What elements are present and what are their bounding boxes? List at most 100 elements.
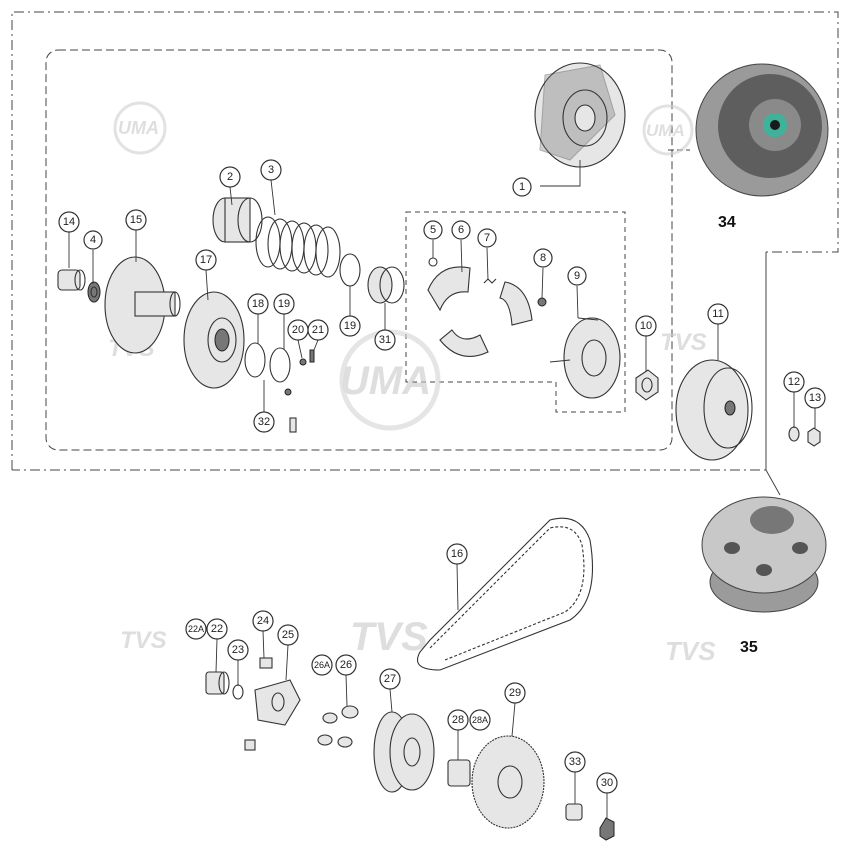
ramp-plate-part-25 [254, 679, 301, 726]
callout-12: 12 [783, 371, 805, 393]
seal-inner [90, 286, 98, 298]
collar-part-31 [367, 266, 405, 304]
drive-belt-part-16 [416, 517, 593, 671]
ring-part-18 [244, 342, 266, 378]
callout-15: 15 [125, 209, 147, 231]
callout-18: 18 [247, 293, 269, 315]
svg-text:24: 24 [257, 615, 269, 627]
svg-text:28A: 28A [472, 715, 488, 725]
callout-4: 4 [83, 230, 103, 250]
callout-28a: 28A [469, 709, 491, 731]
svg-text:12: 12 [788, 376, 800, 388]
callout-24: 24 [252, 610, 274, 632]
svg-text:31: 31 [379, 334, 391, 346]
callout-10: 10 [635, 315, 657, 337]
callout-6: 6 [451, 220, 471, 240]
nut-part-13 [807, 427, 821, 447]
svg-text:33: 33 [569, 756, 581, 768]
svg-text:18: 18 [252, 298, 264, 310]
svg-text:19: 19 [278, 298, 290, 310]
svg-text:32: 32 [258, 416, 270, 428]
clutch-bell-part [534, 62, 626, 187]
callout-7: 7 [477, 228, 497, 248]
svg-text:30: 30 [601, 777, 613, 789]
callout-2: 2 [219, 166, 241, 188]
subassembly-dashed-box [405, 211, 626, 413]
callout-9: 9 [567, 266, 587, 286]
slider-piece [244, 739, 256, 751]
svg-text:13: 13 [809, 392, 821, 404]
watermark-circle [642, 104, 694, 156]
svg-text:20: 20 [292, 324, 304, 336]
callout-21: 21 [307, 319, 329, 341]
clutch-assembly-dashed-box [45, 49, 673, 451]
collar-part-28 [447, 759, 471, 787]
svg-text:28: 28 [452, 714, 464, 726]
ring-part-19-lower [269, 347, 291, 383]
watermark-tvs: TVS [660, 329, 707, 356]
spring-part-3 [255, 216, 341, 278]
watermark-tvs: TVS [665, 636, 716, 666]
clutch-housing-part-11 [675, 359, 753, 461]
svg-text:10: 10 [640, 320, 652, 332]
callout-33: 33 [564, 751, 586, 773]
seal-part-23 [232, 684, 244, 700]
callout-22: 22 [206, 618, 228, 640]
sleeve-part-2 [212, 197, 263, 243]
callout-26a: 26A [311, 654, 333, 676]
svg-text:14: 14 [63, 216, 75, 228]
washer-part-32a [284, 388, 292, 396]
callout-19: 19 [273, 293, 295, 315]
svg-text:29: 29 [509, 687, 521, 699]
svg-text:22: 22 [211, 623, 223, 635]
pin-part-20 [299, 358, 307, 366]
svg-text:19: 19 [344, 320, 356, 332]
callout-1: 1 [512, 177, 532, 197]
callout-26: 26 [335, 654, 357, 676]
callout-27: 27 [379, 668, 401, 690]
photo-label-35: 35 [740, 639, 758, 656]
svg-text:21: 21 [312, 324, 324, 336]
svg-text:8: 8 [540, 252, 546, 264]
watermark-uma: UMA [340, 359, 431, 403]
slider-part-24 [259, 657, 273, 669]
nut-part-30 [599, 817, 615, 841]
bearing-part-14 [57, 269, 86, 291]
fixed-face-part-29 [471, 735, 545, 829]
leader-lines [68, 179, 816, 818]
callout-25: 25 [277, 624, 299, 646]
damper-part-8 [537, 297, 547, 307]
svg-text:27: 27 [384, 673, 396, 685]
bush-part-33 [565, 803, 583, 821]
callout-16: 16 [446, 543, 468, 565]
watermark-uma: UMA [118, 118, 159, 138]
watermark-uma: UMA [646, 121, 685, 140]
svg-text:4: 4 [90, 234, 96, 246]
ring-part-19 [339, 253, 361, 287]
callout-13: 13 [804, 387, 826, 409]
fixed-sheave-part-15 [104, 256, 181, 354]
drive-plate-part-9 [549, 317, 621, 399]
watermark-tvs: TVS [350, 615, 428, 659]
callout-28: 28 [447, 709, 469, 731]
svg-text:22A: 22A [188, 624, 204, 634]
callout-30: 30 [596, 772, 618, 794]
photo-part-35 [701, 496, 827, 613]
bearing-part-22 [205, 671, 230, 695]
svg-text:23: 23 [232, 644, 244, 656]
svg-text:1: 1 [519, 181, 525, 193]
callout-32: 32 [253, 411, 275, 433]
callout-19-ring: 19 [339, 315, 361, 337]
svg-text:2: 2 [227, 171, 233, 183]
watermark-tvs: TVS [120, 627, 167, 654]
callout-8: 8 [533, 248, 553, 268]
callout-14: 14 [58, 211, 80, 233]
circlip-part-5 [428, 257, 438, 267]
svg-text:25: 25 [282, 629, 294, 641]
svg-text:9: 9 [574, 270, 580, 282]
svg-text:11: 11 [712, 308, 723, 320]
svg-text:6: 6 [458, 224, 464, 236]
callout-29: 29 [504, 682, 526, 704]
screw-part-21 [309, 349, 315, 363]
